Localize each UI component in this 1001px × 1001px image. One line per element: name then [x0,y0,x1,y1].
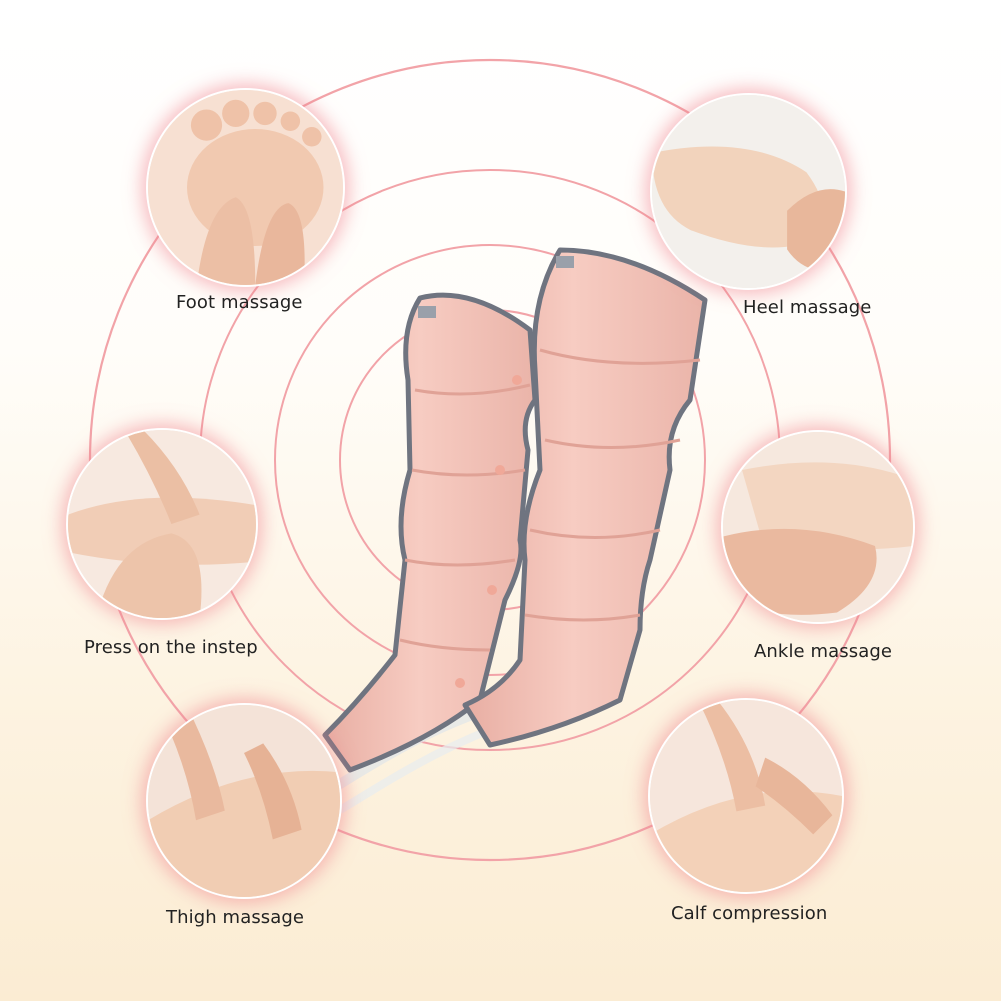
label-foot-massage: Foot massage [176,292,303,313]
label-calf-compression: Calf compression [671,903,828,924]
ankle-photo [723,432,913,622]
calf-photo [650,700,842,892]
heel-photo [652,95,845,288]
ring-outer [88,58,892,862]
hands-on-instep-photo [68,430,256,618]
label-heel-massage: Heel massage [743,297,872,318]
label-ankle-massage: Ankle massage [754,641,893,662]
thigh-photo [148,705,340,897]
label-thigh-massage: Thigh massage [166,907,305,928]
label-press-on-the-instep: Press on the instep [84,637,258,658]
ring-3 [274,244,706,676]
foot-sole-photo [148,90,343,285]
